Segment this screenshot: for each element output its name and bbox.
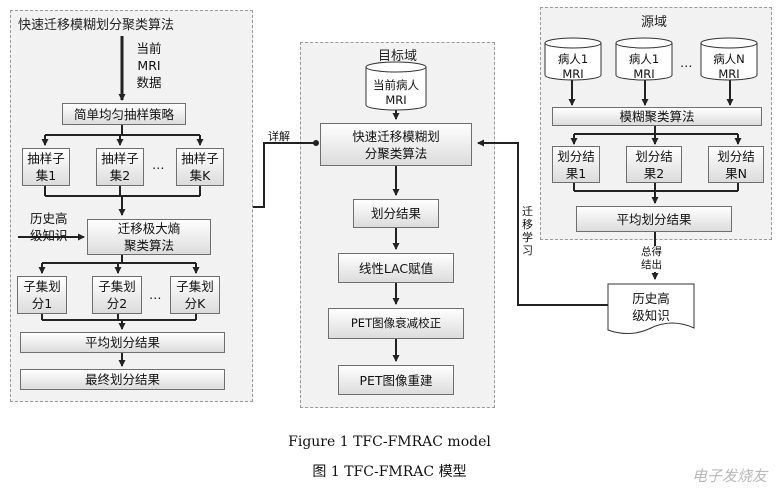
pet-attenuation-correction-box: PET图像衰减校正	[328, 308, 464, 339]
fast-transfer-fuzzy-clustering-box: 快速迁移模糊划 分聚类算法	[320, 123, 472, 166]
patient-ellipsis: …	[680, 55, 693, 70]
subset-partition-2-box: 子集划 分2	[92, 276, 142, 314]
sampling-strategy-box: 简单均匀抽样策略	[62, 103, 186, 125]
history-knowledge-doc-label: 历史高 级知识	[632, 291, 670, 323]
patient-2-mri-label: 病人1 MRI	[628, 52, 660, 81]
sample-subset-2-box: 抽样子 集2	[96, 148, 144, 186]
history-knowledge-document-icon	[607, 283, 695, 334]
partition-result-1-box: 划分结 果1	[552, 146, 600, 183]
final-partition-box: 最终划分结果	[20, 369, 225, 390]
partition-result-n-box: 划分结 果N	[708, 146, 764, 183]
subset-partition-ellipsis: …	[149, 287, 162, 302]
current-mri-data-label: 当前 MRI 数据	[136, 41, 162, 90]
patient-1-db-icon	[544, 37, 602, 81]
detail-link-dot	[313, 140, 319, 146]
current-patient-mri-label: 当前病人 MRI	[373, 78, 419, 107]
watermark: 电子发烧友	[691, 467, 767, 485]
partition-result-2-box: 划分结 果2	[626, 146, 682, 183]
fuzzy-clustering-box: 模糊聚类算法	[552, 107, 762, 126]
partition-result-box: 划分结果	[353, 199, 439, 228]
current-patient-db-icon	[365, 61, 427, 111]
patient-1-mri-label: 病人1 MRI	[557, 52, 589, 81]
left-average-partition-box: 平均划分结果	[20, 332, 225, 353]
middle-panel-title: 目标域	[378, 49, 418, 64]
figure-caption-zh: 图 1 TFC-FMRAC 模型	[312, 464, 467, 480]
right-average-partition-box: 平均划分结果	[576, 206, 732, 232]
detail-label: 详解	[268, 130, 290, 143]
sample-subset-1-box: 抽样子 集1	[22, 148, 70, 186]
pet-reconstruction-box: PET图像重建	[338, 365, 454, 395]
history-knowledge-label: 历史高 级知识	[30, 211, 68, 243]
sample-subset-ellipsis: …	[152, 157, 165, 172]
transfer-entropy-clustering-box: 迁移极大熵 聚类算法	[87, 219, 211, 255]
summary-label: 总得 结出	[641, 246, 662, 272]
figure-caption-en: Figure 1 TFC-FMRAC model	[288, 434, 491, 450]
linear-lac-assignment-box: 线性LAC赋值	[338, 253, 454, 283]
sample-subset-k-box: 抽样子 集K	[176, 148, 224, 186]
right-panel-title: 源域	[641, 15, 668, 30]
left-panel-title: 快速迁移模糊划分聚类算法	[18, 18, 175, 33]
patient-n-mri-label: 病人N MRI	[713, 52, 745, 81]
patient-2-db-icon	[615, 37, 673, 81]
transfer-learning-label: 迁 移 学 习	[522, 205, 533, 257]
patient-n-db-icon	[700, 37, 758, 81]
subset-partition-k-box: 子集划 分K	[170, 276, 220, 314]
subset-partition-1-box: 子集划 分1	[17, 276, 67, 314]
